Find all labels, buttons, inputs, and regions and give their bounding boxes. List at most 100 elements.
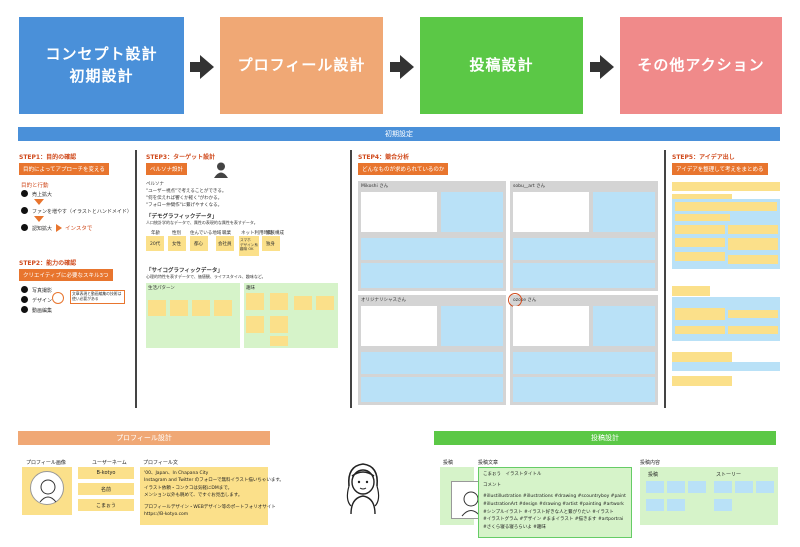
idea-note-15 bbox=[728, 326, 778, 334]
idea-note-11 bbox=[672, 286, 710, 296]
divider-1 bbox=[135, 150, 137, 408]
phase-bar-initial: 初期設定 bbox=[18, 127, 780, 141]
competitor-detail-4 bbox=[513, 377, 655, 402]
demo-value-3-text: 会社員 bbox=[218, 242, 232, 247]
post-line-2: コメント bbox=[483, 482, 501, 488]
content-note-2 bbox=[667, 481, 685, 493]
competitor-detail-1 bbox=[361, 263, 503, 288]
step1-down-arrow-2 bbox=[34, 216, 44, 222]
demo-head-3: 職業 bbox=[222, 231, 231, 236]
phase-bar-label: 初期設定 bbox=[385, 130, 413, 138]
post-line-6: #シンプルイラスト #イラスト好きな人と繋がりたい #イラスト bbox=[483, 509, 614, 515]
post-head-content: 投稿内容 bbox=[640, 460, 661, 466]
step4-tag: どんなものが求められているのか bbox=[358, 163, 449, 175]
step1-item-1: 売上拡大 bbox=[32, 192, 53, 198]
idea-note-3 bbox=[675, 202, 777, 211]
competitor-profile-3 bbox=[441, 306, 503, 346]
demo-value-5-text: 独身 bbox=[266, 242, 275, 247]
avatar-face-icon bbox=[39, 479, 57, 503]
competitor-profile-2 bbox=[593, 192, 655, 232]
step3-persona-note-1: "ユーザー視点"で考えることができる。 bbox=[146, 189, 227, 194]
competitor-stats-2 bbox=[513, 238, 655, 260]
step1-bullet-1 bbox=[21, 190, 28, 197]
step3-persona-note-0: ペルソナ bbox=[146, 182, 164, 187]
post-text-box: こまぉう イラストタイトル コメント #illustillustration #… bbox=[478, 467, 632, 538]
step2-note-box: 文章表現と動画編集の技術は使い必要がある bbox=[70, 290, 125, 304]
step1-item-2: ファンを増やす（イラストとハンドメイド） bbox=[32, 209, 132, 215]
competitor-profile-4 bbox=[593, 306, 655, 346]
hobby-note-3 bbox=[294, 296, 312, 310]
competitor-detail-3 bbox=[361, 377, 503, 402]
demo-head-5: 家族構成 bbox=[266, 231, 284, 236]
step1-tag: 目的によってアプローチを変える bbox=[19, 163, 109, 175]
competitor-profile-1 bbox=[441, 192, 503, 232]
flow-arrow-1 bbox=[190, 55, 214, 79]
step1-title: STEP1：目的の確認 bbox=[19, 154, 77, 161]
profile-head-bio: プロフィール文 bbox=[143, 460, 178, 466]
bio-line-6: https://B-kotyo.com bbox=[144, 512, 189, 518]
bio-line-1: Instagram and Twitter のフォローで無料イラスト描いちゃいま… bbox=[144, 478, 284, 484]
psycho-title: 「サイコグラフィックデータ」 bbox=[146, 268, 223, 274]
profile-section-bar: プロフィール設計 bbox=[18, 431, 270, 445]
content-note-8 bbox=[756, 481, 774, 493]
idea-note-16 bbox=[672, 352, 732, 362]
bio-line-5: プロフィールデザイン・WEBデザイン等のポートフォリオサイト bbox=[144, 504, 276, 510]
competitor-stats-1 bbox=[361, 238, 503, 260]
step5-title: STEP5：アイデア出し bbox=[672, 154, 735, 161]
name-field-text: 名前 bbox=[100, 486, 111, 493]
post-line-5: #illustrationArt #design #drawing #artis… bbox=[483, 501, 624, 507]
step1-bullet-2 bbox=[21, 207, 28, 214]
idea-note-8 bbox=[728, 238, 778, 250]
hobby-note-2 bbox=[270, 293, 288, 310]
step1-side-note: インスタで bbox=[65, 226, 93, 232]
post-content-panel bbox=[640, 467, 778, 525]
idea-note-9 bbox=[675, 252, 725, 261]
life-pattern-title: 生活パターン bbox=[148, 286, 175, 291]
life-note-3 bbox=[192, 300, 210, 316]
idea-note-18 bbox=[672, 376, 732, 386]
demo-value-0-text: 20代 bbox=[150, 242, 161, 247]
profile-head-image: プロフィール画像 bbox=[26, 460, 66, 466]
content-note-1 bbox=[646, 481, 664, 493]
life-note-1 bbox=[148, 300, 166, 316]
idea-note-2 bbox=[672, 194, 732, 201]
idea-note-6 bbox=[728, 225, 778, 234]
flow-concept-box: コンセプト設計 初期設計 bbox=[19, 17, 184, 114]
demo-value-4-text: スマホ デザイン系 趣味 OK bbox=[240, 238, 258, 252]
person-icon bbox=[214, 162, 228, 178]
step3-persona-note-2: "何を伝えれば響くか軽く"がわかる。 bbox=[146, 196, 223, 201]
character-illustration bbox=[346, 463, 380, 515]
demo-value-2: 都心 bbox=[190, 236, 208, 251]
bio-line-0: '00、Japan、In Chapana City bbox=[144, 471, 209, 476]
competitor-feed-3 bbox=[361, 306, 437, 346]
life-note-2 bbox=[170, 300, 188, 316]
step5-tag: アイデアを整理して考えをまとめる bbox=[672, 163, 768, 175]
competitor-feed-1 bbox=[361, 192, 437, 232]
hobby-title: 趣味 bbox=[246, 286, 255, 291]
flow-concept-label: コンセプト設計 初期設計 bbox=[45, 44, 158, 85]
demo-head-4: ネット利用時間 bbox=[241, 231, 273, 236]
flow-other-box: その他アクション bbox=[620, 17, 782, 114]
step4-title: STEP4：競合分析 bbox=[358, 154, 410, 161]
nickname-field-text: こまぉう bbox=[95, 502, 116, 509]
profile-avatar bbox=[30, 471, 64, 505]
demo-head-1: 性別 bbox=[172, 231, 181, 236]
flow-arrow-2 bbox=[390, 55, 414, 79]
flow-profile-box: プロフィール設計 bbox=[220, 17, 383, 114]
content-note-5 bbox=[667, 499, 685, 511]
psycho-sub: 心理的特性を表すデータで、価値観、ライフスタイル、趣味など。 bbox=[146, 274, 266, 279]
username-field-text: B-kotyo bbox=[96, 470, 116, 476]
name-field: 名前 bbox=[78, 483, 134, 495]
step2-item-2: デザイン bbox=[32, 298, 53, 304]
step1-bullet-3 bbox=[21, 224, 28, 231]
step1-right-arrow bbox=[56, 224, 62, 232]
content-head-story: ストーリー bbox=[716, 472, 742, 478]
post-section-label: 投稿設計 bbox=[591, 434, 619, 442]
content-note-4 bbox=[646, 499, 664, 511]
bio-line-3: メンション以外も眺めて、ですぐお見出します。 bbox=[144, 493, 243, 499]
step3-title: STEP3：ターゲット設計 bbox=[146, 154, 216, 161]
demo-head-0: 年齢 bbox=[151, 231, 160, 236]
profile-head-username: ユーザーネーム bbox=[92, 460, 127, 466]
demo-value-5: 独身 bbox=[262, 236, 280, 251]
demo-title: 「デモグラフィックデータ」 bbox=[146, 214, 218, 220]
